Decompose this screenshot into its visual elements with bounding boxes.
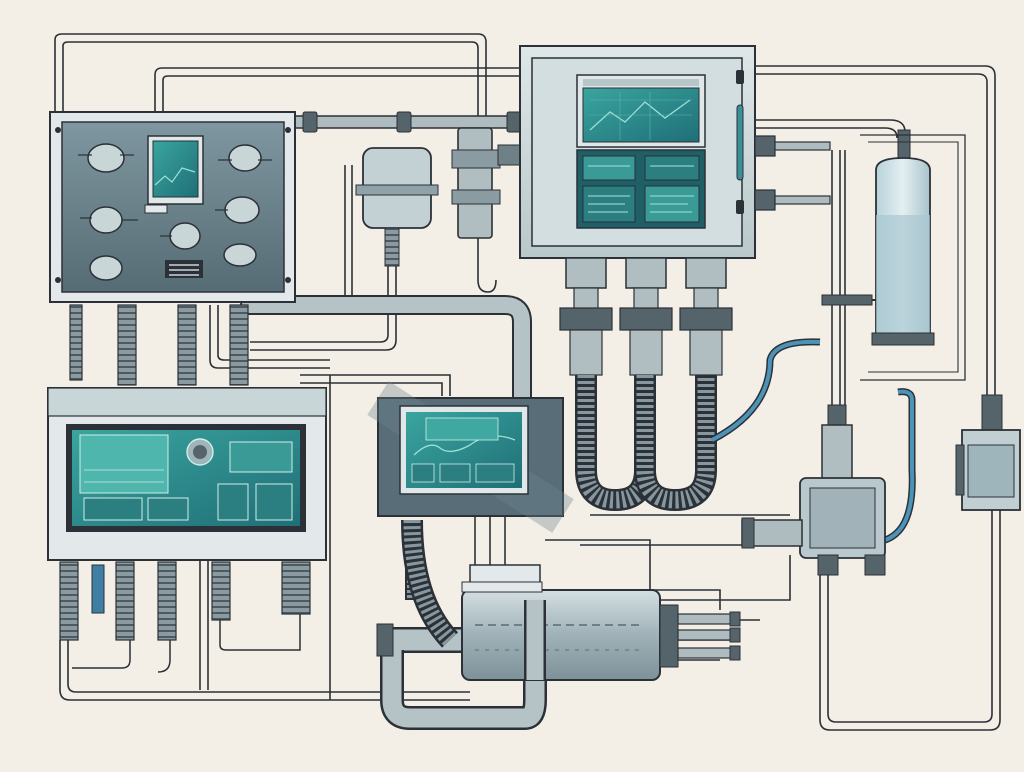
monitor-station-lower-left — [47, 387, 327, 673]
pump-unit-right — [741, 404, 886, 576]
display-unit-center — [367, 381, 574, 600]
pipe-network — [54, 33, 1001, 731]
gauge-icon — [87, 143, 262, 281]
sensor-housing-far-right — [955, 394, 1021, 511]
cabinet-outlet-fittings — [559, 257, 733, 376]
ribbed-riser — [401, 519, 459, 648]
cylinder-housing-bottom — [376, 581, 741, 730]
filter-housing-top — [355, 127, 521, 293]
corrugated-hose — [575, 375, 717, 512]
main-header-pipe — [240, 295, 532, 410]
control-panel-left — [49, 111, 296, 386]
control-cabinet-top — [519, 45, 831, 512]
storage-tank-right — [821, 129, 966, 381]
water-line — [710, 338, 916, 544]
